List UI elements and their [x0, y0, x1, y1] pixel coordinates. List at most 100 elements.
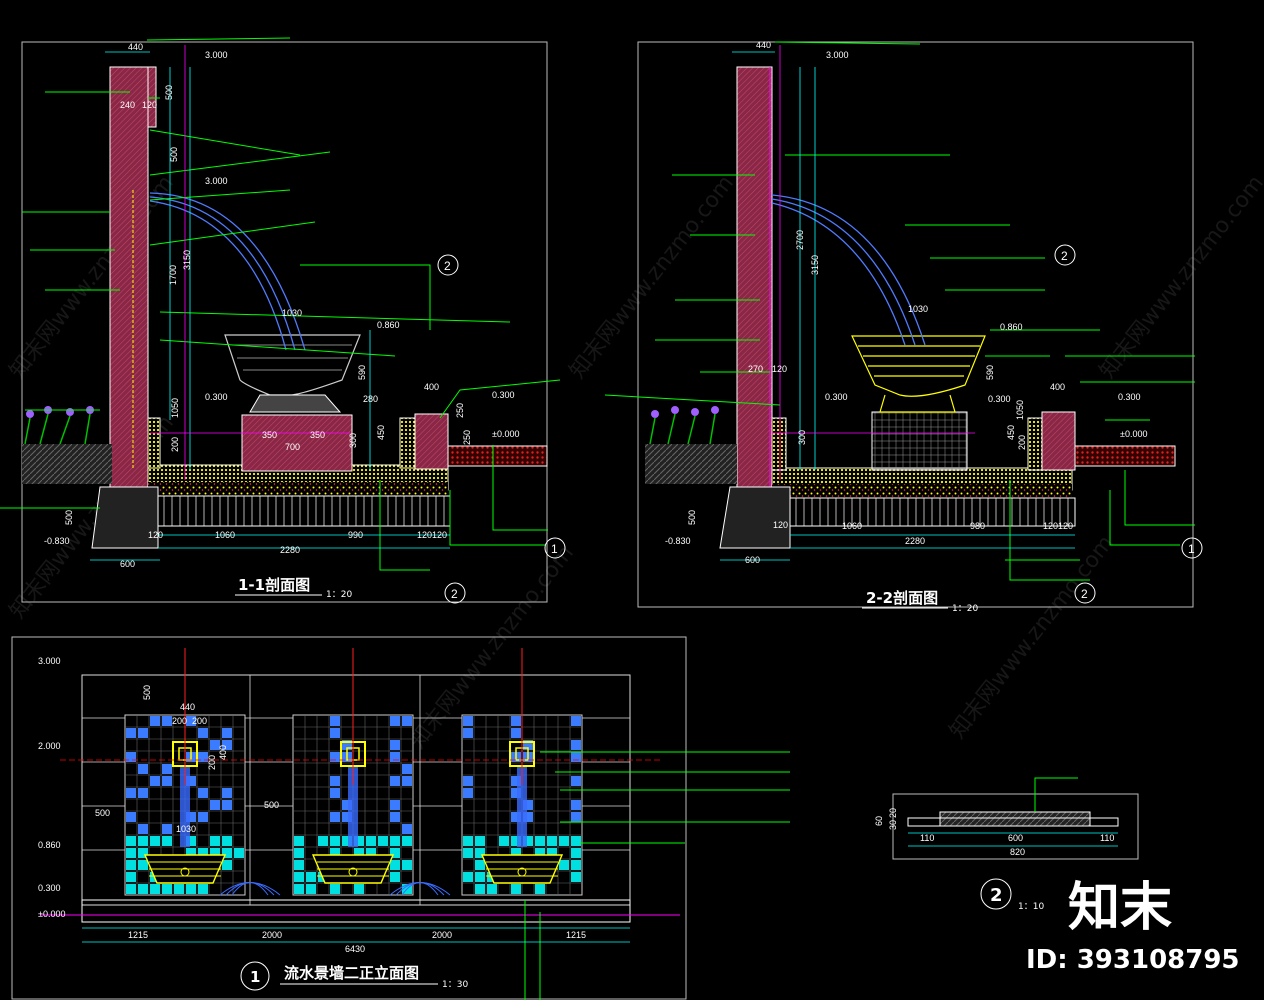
dim-text: 250 — [455, 403, 465, 418]
dim-text: 500 — [687, 510, 697, 525]
elevation-marker — [240, 961, 270, 991]
mosaic-tile — [390, 752, 400, 762]
dim-text: 3150 — [182, 250, 192, 270]
mosaic-tile — [186, 848, 196, 858]
mosaic-tile — [126, 812, 136, 822]
mosaic-tile — [378, 836, 388, 846]
section-marker — [1054, 244, 1203, 604]
mosaic-tile — [571, 872, 581, 882]
dim-text: 1050 — [1015, 400, 1025, 420]
mosaic-tile — [571, 716, 581, 726]
foundation-strip — [774, 497, 1076, 527]
dim-text: ±0.000 — [492, 429, 519, 439]
mosaic-tile — [126, 788, 136, 798]
mosaic-tile — [511, 728, 521, 738]
mosaic-tile — [162, 764, 172, 774]
dim-text: ±0.000 — [1120, 429, 1147, 439]
dim-text: 400 — [218, 745, 228, 760]
section-frame — [21, 41, 548, 603]
dim-text: 0.300 — [1118, 392, 1141, 402]
mosaic-tile — [174, 884, 184, 894]
mosaic-tile — [475, 836, 485, 846]
dim-text: 3.000 — [205, 50, 228, 60]
dim-text: 120 — [1043, 521, 1058, 531]
mosaic-tile — [402, 764, 412, 774]
dim-text: 0.860 — [377, 320, 400, 330]
mosaic-tile — [222, 728, 232, 738]
mosaic-tile — [138, 788, 148, 798]
dim-text: 110 — [920, 833, 934, 843]
mosaic-tile — [330, 728, 340, 738]
mosaic-tile — [390, 776, 400, 786]
level-text: ±0.000 — [38, 909, 65, 919]
mosaic-tile — [342, 812, 352, 822]
water-stream — [771, 194, 926, 346]
mosaic-tile — [138, 824, 148, 834]
mosaic-tile — [198, 728, 208, 738]
elevation-title: 流水景墙二正立面图 — [284, 964, 419, 982]
dim-text: 450 — [376, 425, 386, 440]
dim-text: 350 — [310, 430, 325, 440]
dim-text: 1030 — [282, 308, 302, 318]
mosaic-tile — [294, 848, 304, 858]
mosaic-tile — [198, 884, 208, 894]
mosaic-tile — [150, 836, 160, 846]
mosaic-tile — [463, 776, 473, 786]
mosaic-tile — [511, 884, 521, 894]
mosaic-tile — [210, 800, 220, 810]
dim-text: 0.300 — [492, 390, 515, 400]
dim-text: 400 — [424, 382, 439, 392]
watermark-text: 知末网www.znzmo.com — [5, 171, 179, 384]
mosaic-tile — [162, 824, 172, 834]
dim-text: 1215 — [128, 930, 148, 940]
dim-text: 2280 — [905, 536, 925, 546]
bowl — [224, 334, 361, 396]
dim-text: 1030 — [908, 304, 928, 314]
dim-text: 2000 — [262, 930, 282, 940]
dim-text: 700 — [285, 442, 300, 452]
water-arc — [231, 882, 269, 896]
mosaic-tile — [511, 788, 521, 798]
mosaic-tile — [559, 836, 569, 846]
section-title: 2-2剖面图 — [866, 589, 938, 607]
wall-column — [109, 66, 149, 488]
dim-text: 120 — [773, 520, 788, 530]
dim-text: 240 — [120, 100, 135, 110]
mosaic-tile — [150, 776, 160, 786]
dim-text: 500 — [95, 808, 110, 818]
mosaic-tile — [222, 848, 232, 858]
detail-frame — [892, 793, 1139, 860]
section-2-2: 440 3.000 2700 3150 1030 0.860 590 400 0… — [604, 40, 1203, 614]
mosaic-tile — [535, 836, 545, 846]
mosaic-tile — [306, 884, 316, 894]
elevation-frame — [11, 636, 687, 1000]
dim-text: 200 — [170, 437, 180, 452]
mosaic-tile — [294, 872, 304, 882]
watermark-text: 知末网www.znzmo.com — [565, 171, 739, 384]
section-1-1: 440 3.000 500 240 120 500 3.000 1700 315… — [0, 37, 566, 604]
dim-text: 820 — [1010, 847, 1025, 857]
dim-text: 1050 — [170, 398, 180, 418]
mosaic-tile — [198, 788, 208, 798]
mosaic-tile — [330, 812, 340, 822]
marker-label: 2 — [451, 587, 458, 601]
mosaic-tile — [547, 836, 557, 846]
dim-text: 400 — [1050, 382, 1065, 392]
brand-watermark: 知末 ID: 393108795 — [1026, 878, 1240, 975]
bowl — [851, 335, 986, 413]
mosaic-tile — [330, 776, 340, 786]
marker-label: 1 — [551, 542, 558, 556]
dim-text: 990 — [348, 530, 363, 540]
mosaic-tile — [475, 848, 485, 858]
water-column — [180, 767, 190, 847]
mosaic-tile — [535, 848, 545, 858]
dim-text: -0.830 — [44, 536, 70, 546]
marker-label: 1 — [1188, 542, 1195, 556]
mosaic-tile — [150, 716, 160, 726]
mosaic-tile — [390, 848, 400, 858]
marker-label: 2 — [990, 885, 1003, 906]
dim-text: 110 — [1100, 833, 1114, 843]
dim-text: 440 — [128, 42, 143, 52]
section-frame — [637, 41, 1194, 608]
mosaic-tile — [306, 872, 316, 882]
